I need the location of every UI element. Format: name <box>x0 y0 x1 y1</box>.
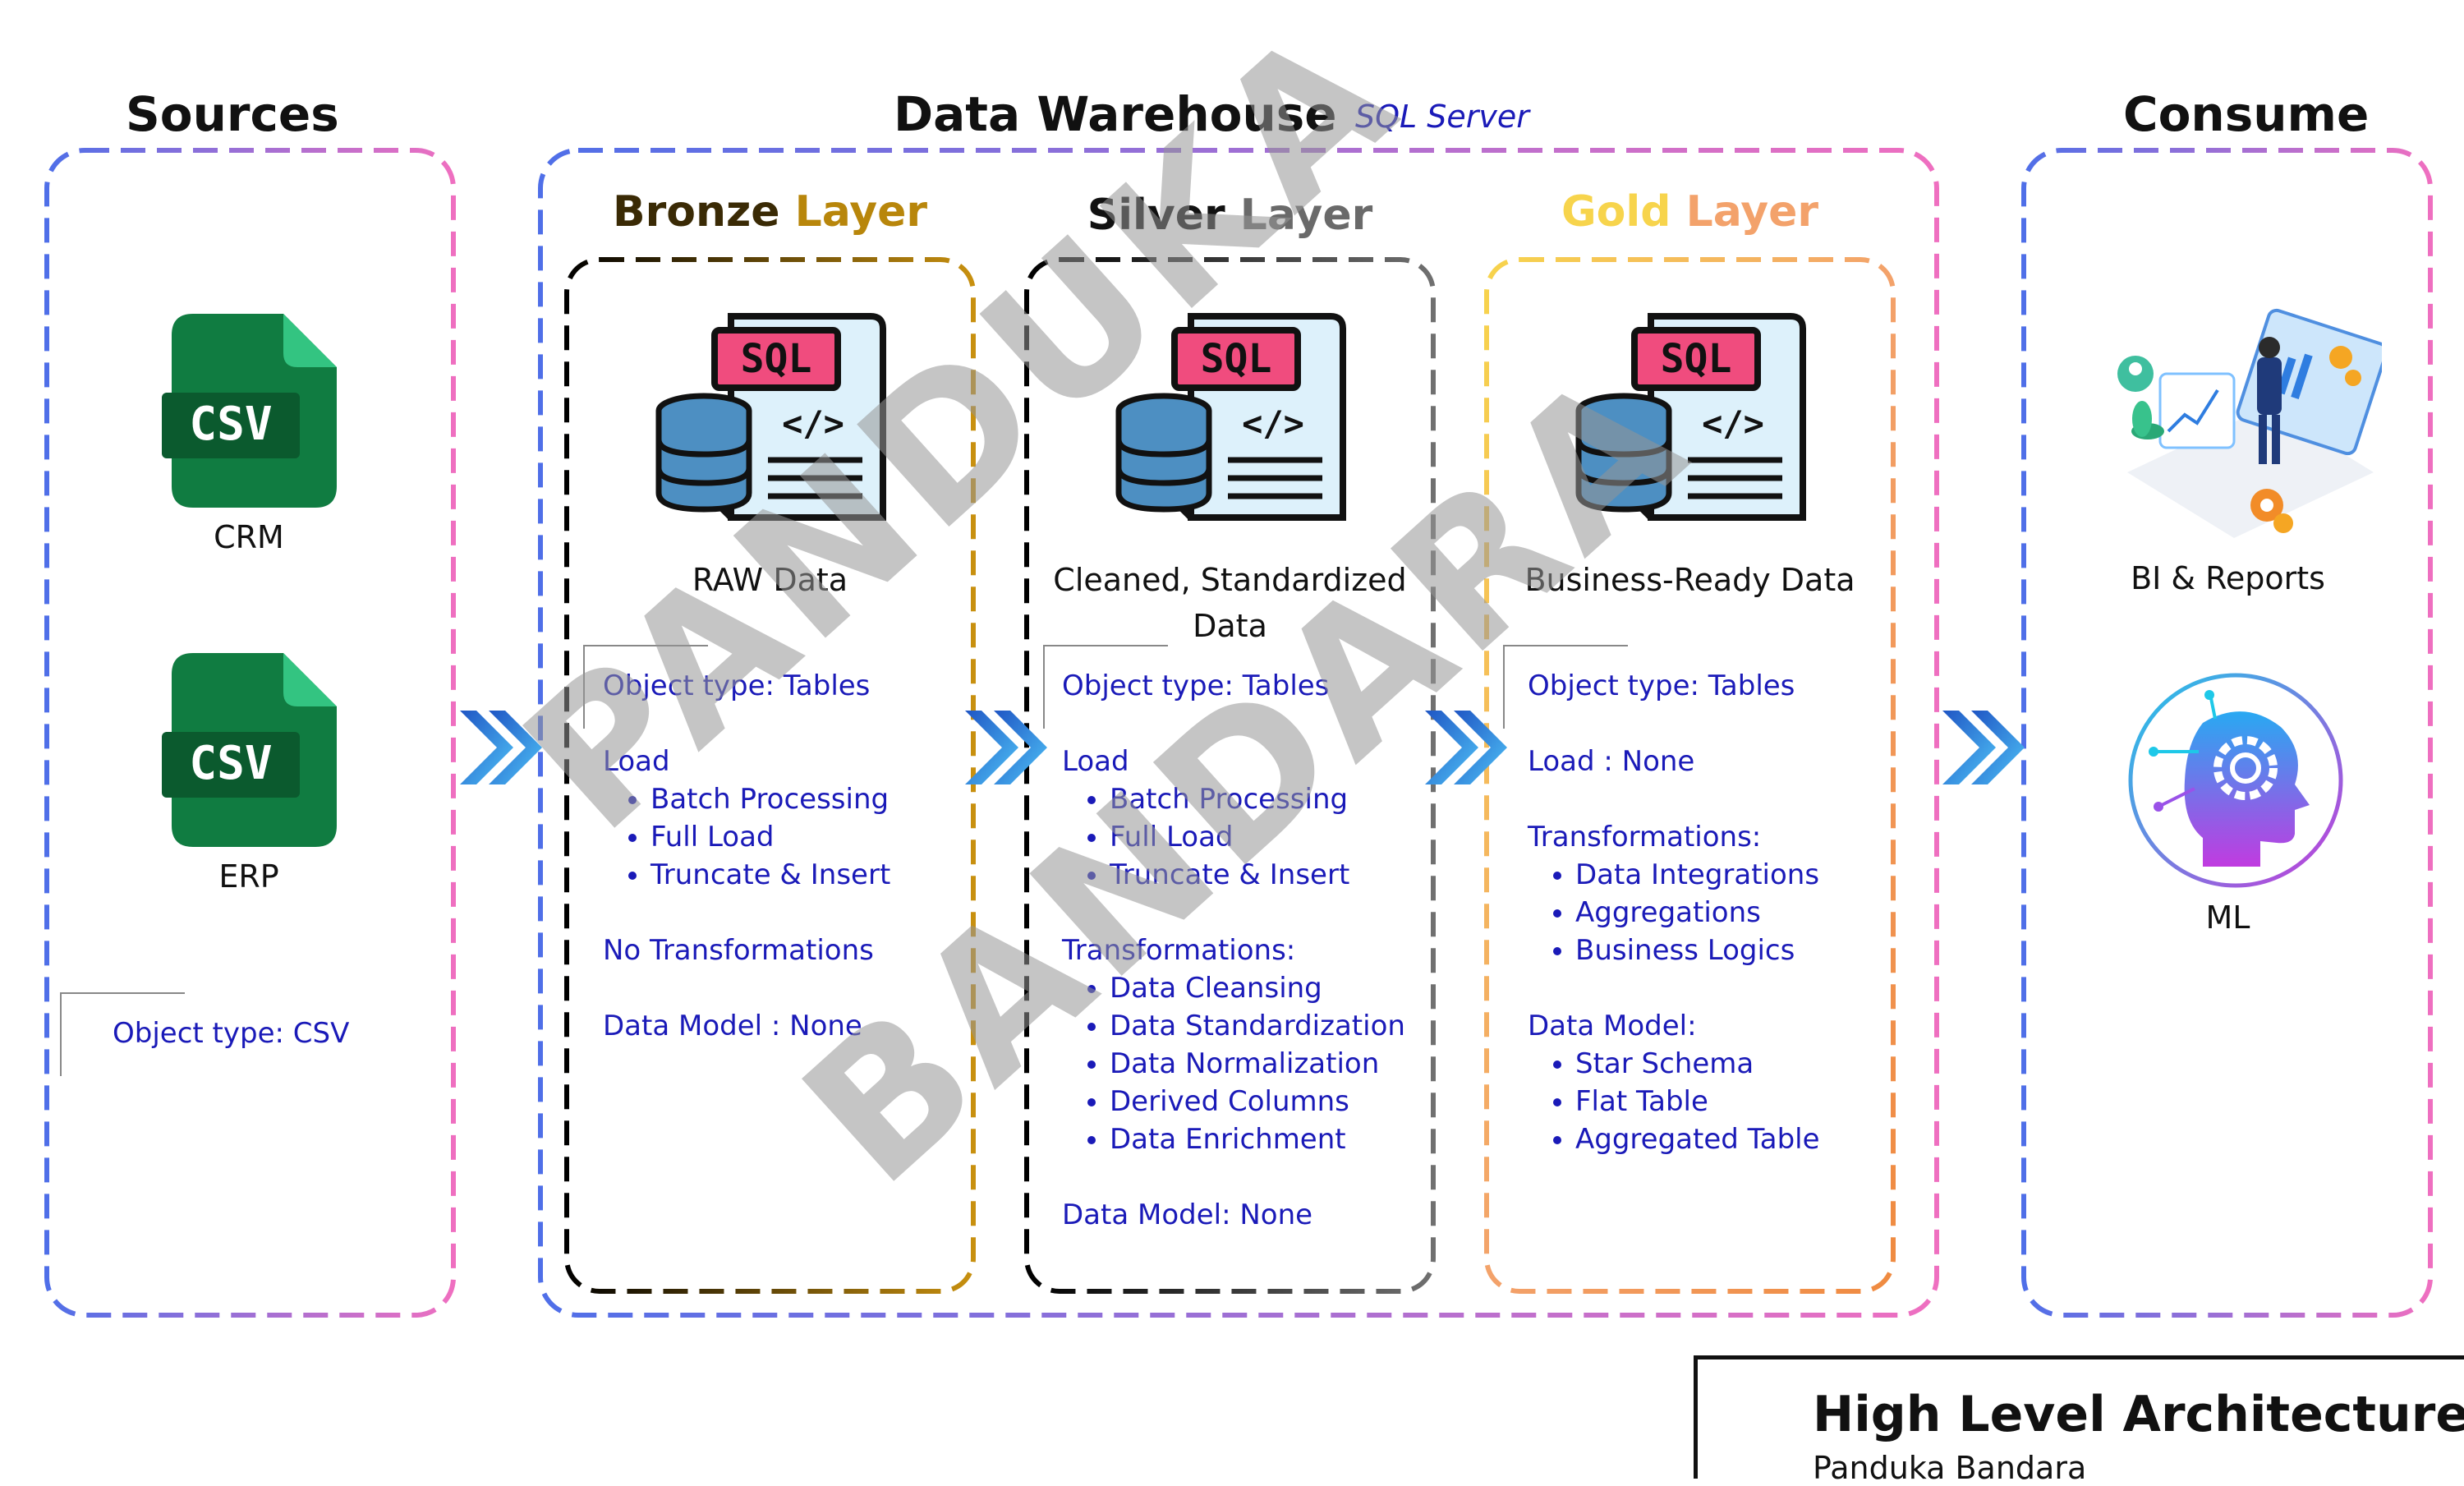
list-item: Truncate & Insert <box>650 856 890 894</box>
sources-frame <box>44 148 456 1318</box>
data-model-list: Star Schema Flat Table Aggregated Table <box>1528 1045 1820 1158</box>
sources-title: Sources <box>126 86 339 142</box>
silver-details: Object type: Tables Load Batch Processin… <box>1062 667 1405 1234</box>
object-type-bracket <box>1043 645 1168 729</box>
sql-database-icon: SQL </> <box>1113 312 1351 526</box>
consume-label-ml: ML <box>2205 899 2250 936</box>
list-item: Aggregations <box>1575 894 1820 932</box>
footer-box: High Level Architecture Panduka Bandara <box>1694 1355 2464 1486</box>
list-item: Truncate & Insert <box>1110 856 1405 894</box>
flow-arrow-icon <box>460 711 542 784</box>
object-type-bracket <box>60 992 185 1076</box>
list-item: Flat Table <box>1575 1083 1820 1120</box>
source-label-erp: ERP <box>218 858 279 895</box>
object-type: Object type: Tables <box>1062 669 1330 702</box>
list-item: Batch Processing <box>650 780 890 818</box>
warehouse-subtitle: SQL Server <box>1355 99 1529 135</box>
bi-dashboard-icon <box>2103 308 2382 554</box>
silver-layer-title: Silver Layer <box>1087 191 1373 240</box>
svg-text:CSV: CSV <box>189 398 272 451</box>
list-item: Full Load <box>650 818 890 856</box>
consume-frame <box>2021 148 2433 1318</box>
bronze-frame <box>564 257 976 1294</box>
svg-text:CSV: CSV <box>189 737 272 790</box>
svg-text:SQL: SQL <box>741 336 812 382</box>
csv-file-icon: CSV <box>160 312 341 509</box>
load-label: Load <box>1062 745 1129 778</box>
transformations-label: No Transformations <box>603 934 874 967</box>
transformations-list: Data Cleansing Data Standardization Data… <box>1062 969 1405 1158</box>
footer-author: Panduka Bandara <box>1813 1450 2087 1486</box>
flow-arrow-icon <box>1425 711 1507 784</box>
flow-arrow-icon <box>1942 711 2025 784</box>
svg-text:SQL: SQL <box>1661 336 1732 382</box>
object-type-bracket <box>1503 645 1628 729</box>
gold-caption: Business-Ready Data <box>1524 562 1855 598</box>
transformations-label: Transformations: <box>1062 934 1296 967</box>
bronze-details: Object type: Tables Load Batch Processin… <box>603 667 890 1045</box>
source-label-crm: CRM <box>214 519 284 555</box>
list-item: Data Integrations <box>1575 856 1820 894</box>
object-type: Object type: Tables <box>603 669 871 702</box>
list-item: Data Enrichment <box>1110 1120 1405 1158</box>
footer-title: High Level Architecture <box>1813 1386 2464 1443</box>
list-item: Full Load <box>1110 818 1405 856</box>
gold-layer-title: Gold Layer <box>1561 187 1818 237</box>
list-item: Data Cleansing <box>1110 969 1405 1007</box>
svg-text:</>: </> <box>1702 403 1764 444</box>
silver-caption: Cleaned, Standardized Data <box>1053 562 1407 644</box>
bronze-layer-title: Bronze Layer <box>612 187 928 237</box>
list-item: Derived Columns <box>1110 1083 1405 1120</box>
list-item: Business Logics <box>1575 932 1820 969</box>
csv-file-icon: CSV <box>160 651 341 849</box>
svg-text:</>: </> <box>782 403 844 444</box>
list-item: Data Standardization <box>1110 1007 1405 1045</box>
gold-details: Object type: Tables Load : None Transfor… <box>1528 667 1820 1158</box>
bronze-caption: RAW Data <box>692 562 848 598</box>
warehouse-frame <box>538 148 1939 1318</box>
silver-frame <box>1024 257 1436 1294</box>
load-label: Load <box>603 745 670 778</box>
flow-arrow-icon <box>965 711 1047 784</box>
load-list: Batch Processing Full Load Truncate & In… <box>1062 780 1405 894</box>
list-item: Star Schema <box>1575 1045 1820 1083</box>
data-model-label: Data Model : None <box>603 1010 862 1042</box>
list-item: Batch Processing <box>1110 780 1405 818</box>
object-type: Object type: Tables <box>1528 669 1795 702</box>
transformations-label: Transformations: <box>1528 821 1762 853</box>
sql-database-icon: SQL </> <box>653 312 891 526</box>
sql-database-icon: SQL </> <box>1573 312 1811 526</box>
consume-title: Consume <box>2123 86 2370 142</box>
source-object-type: Object type: CSV <box>113 1017 350 1050</box>
transformations-list: Data Integrations Aggregations Business … <box>1528 856 1820 969</box>
svg-text:SQL: SQL <box>1201 336 1272 382</box>
load-list: Batch Processing Full Load Truncate & In… <box>603 780 890 894</box>
ml-head-icon <box>2112 665 2359 895</box>
consume-label-bi: BI & Reports <box>2131 560 2325 596</box>
object-type-bracket <box>583 645 708 729</box>
list-item: Data Normalization <box>1110 1045 1405 1083</box>
warehouse-title: Data Warehouse <box>894 86 1337 142</box>
load-label: Load : None <box>1528 745 1695 778</box>
data-model-label: Data Model: None <box>1062 1198 1313 1231</box>
svg-text:</>: </> <box>1242 403 1304 444</box>
data-model-label: Data Model: <box>1528 1010 1697 1042</box>
list-item: Aggregated Table <box>1575 1120 1820 1158</box>
gold-frame <box>1484 257 1896 1294</box>
